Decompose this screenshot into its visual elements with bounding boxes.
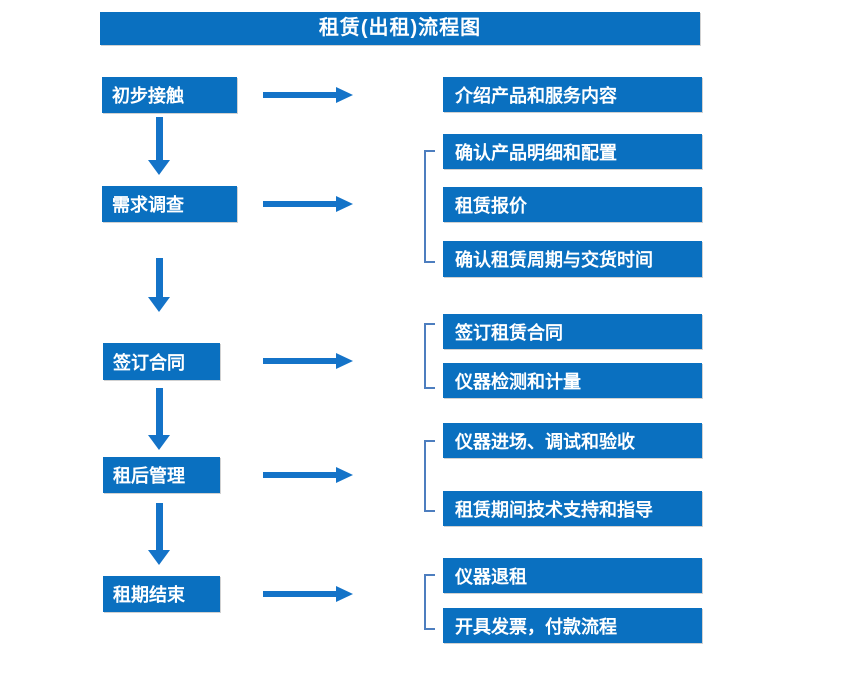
group-bracket-sign-contract	[424, 323, 435, 389]
group-bracket-post-rental	[424, 440, 435, 512]
step-box-post-rental-management: 租后管理	[103, 457, 220, 493]
detail-box-rental-quote: 租赁报价	[443, 187, 702, 222]
detail-box-invoice-payment-process: 开具发票，付款流程	[443, 608, 702, 643]
step-box-sign-contract: 签订合同	[103, 343, 220, 380]
step-box-demand-survey: 需求调查	[102, 186, 237, 222]
right-arrow-5	[263, 586, 353, 602]
group-bracket-demand-survey	[424, 150, 435, 263]
detail-box-instrument-arrival-debug-acceptance: 仪器进场、调试和验收	[443, 423, 702, 458]
group-bracket-rental-end	[424, 574, 435, 630]
step-box-initial-contact: 初步接触	[102, 77, 237, 113]
detail-box-sign-rental-contract: 签订租赁合同	[443, 314, 702, 349]
detail-box-confirm-product-details-config: 确认产品明细和配置	[443, 134, 702, 169]
detail-box-instrument-return: 仪器退租	[443, 558, 702, 593]
step-box-rental-end: 租期结束	[103, 576, 220, 612]
detail-box-intro-products-services: 介绍产品和服务内容	[443, 77, 702, 112]
right-arrow-2	[263, 196, 353, 212]
detail-box-rental-tech-support-guidance: 租赁期间技术支持和指导	[443, 491, 702, 526]
right-arrow-1	[263, 87, 353, 103]
detail-box-instrument-inspection-measurement: 仪器检测和计量	[443, 363, 702, 398]
right-arrow-3	[263, 353, 353, 369]
right-arrow-4	[263, 467, 353, 483]
down-arrow-4	[148, 503, 170, 565]
down-arrow-1	[148, 117, 170, 175]
detail-box-confirm-rental-period-delivery: 确认租赁周期与交货时间	[443, 241, 702, 277]
flowchart-title: 租赁(出租)流程图	[100, 12, 700, 45]
down-arrow-2	[148, 258, 170, 312]
down-arrow-3	[148, 388, 170, 450]
